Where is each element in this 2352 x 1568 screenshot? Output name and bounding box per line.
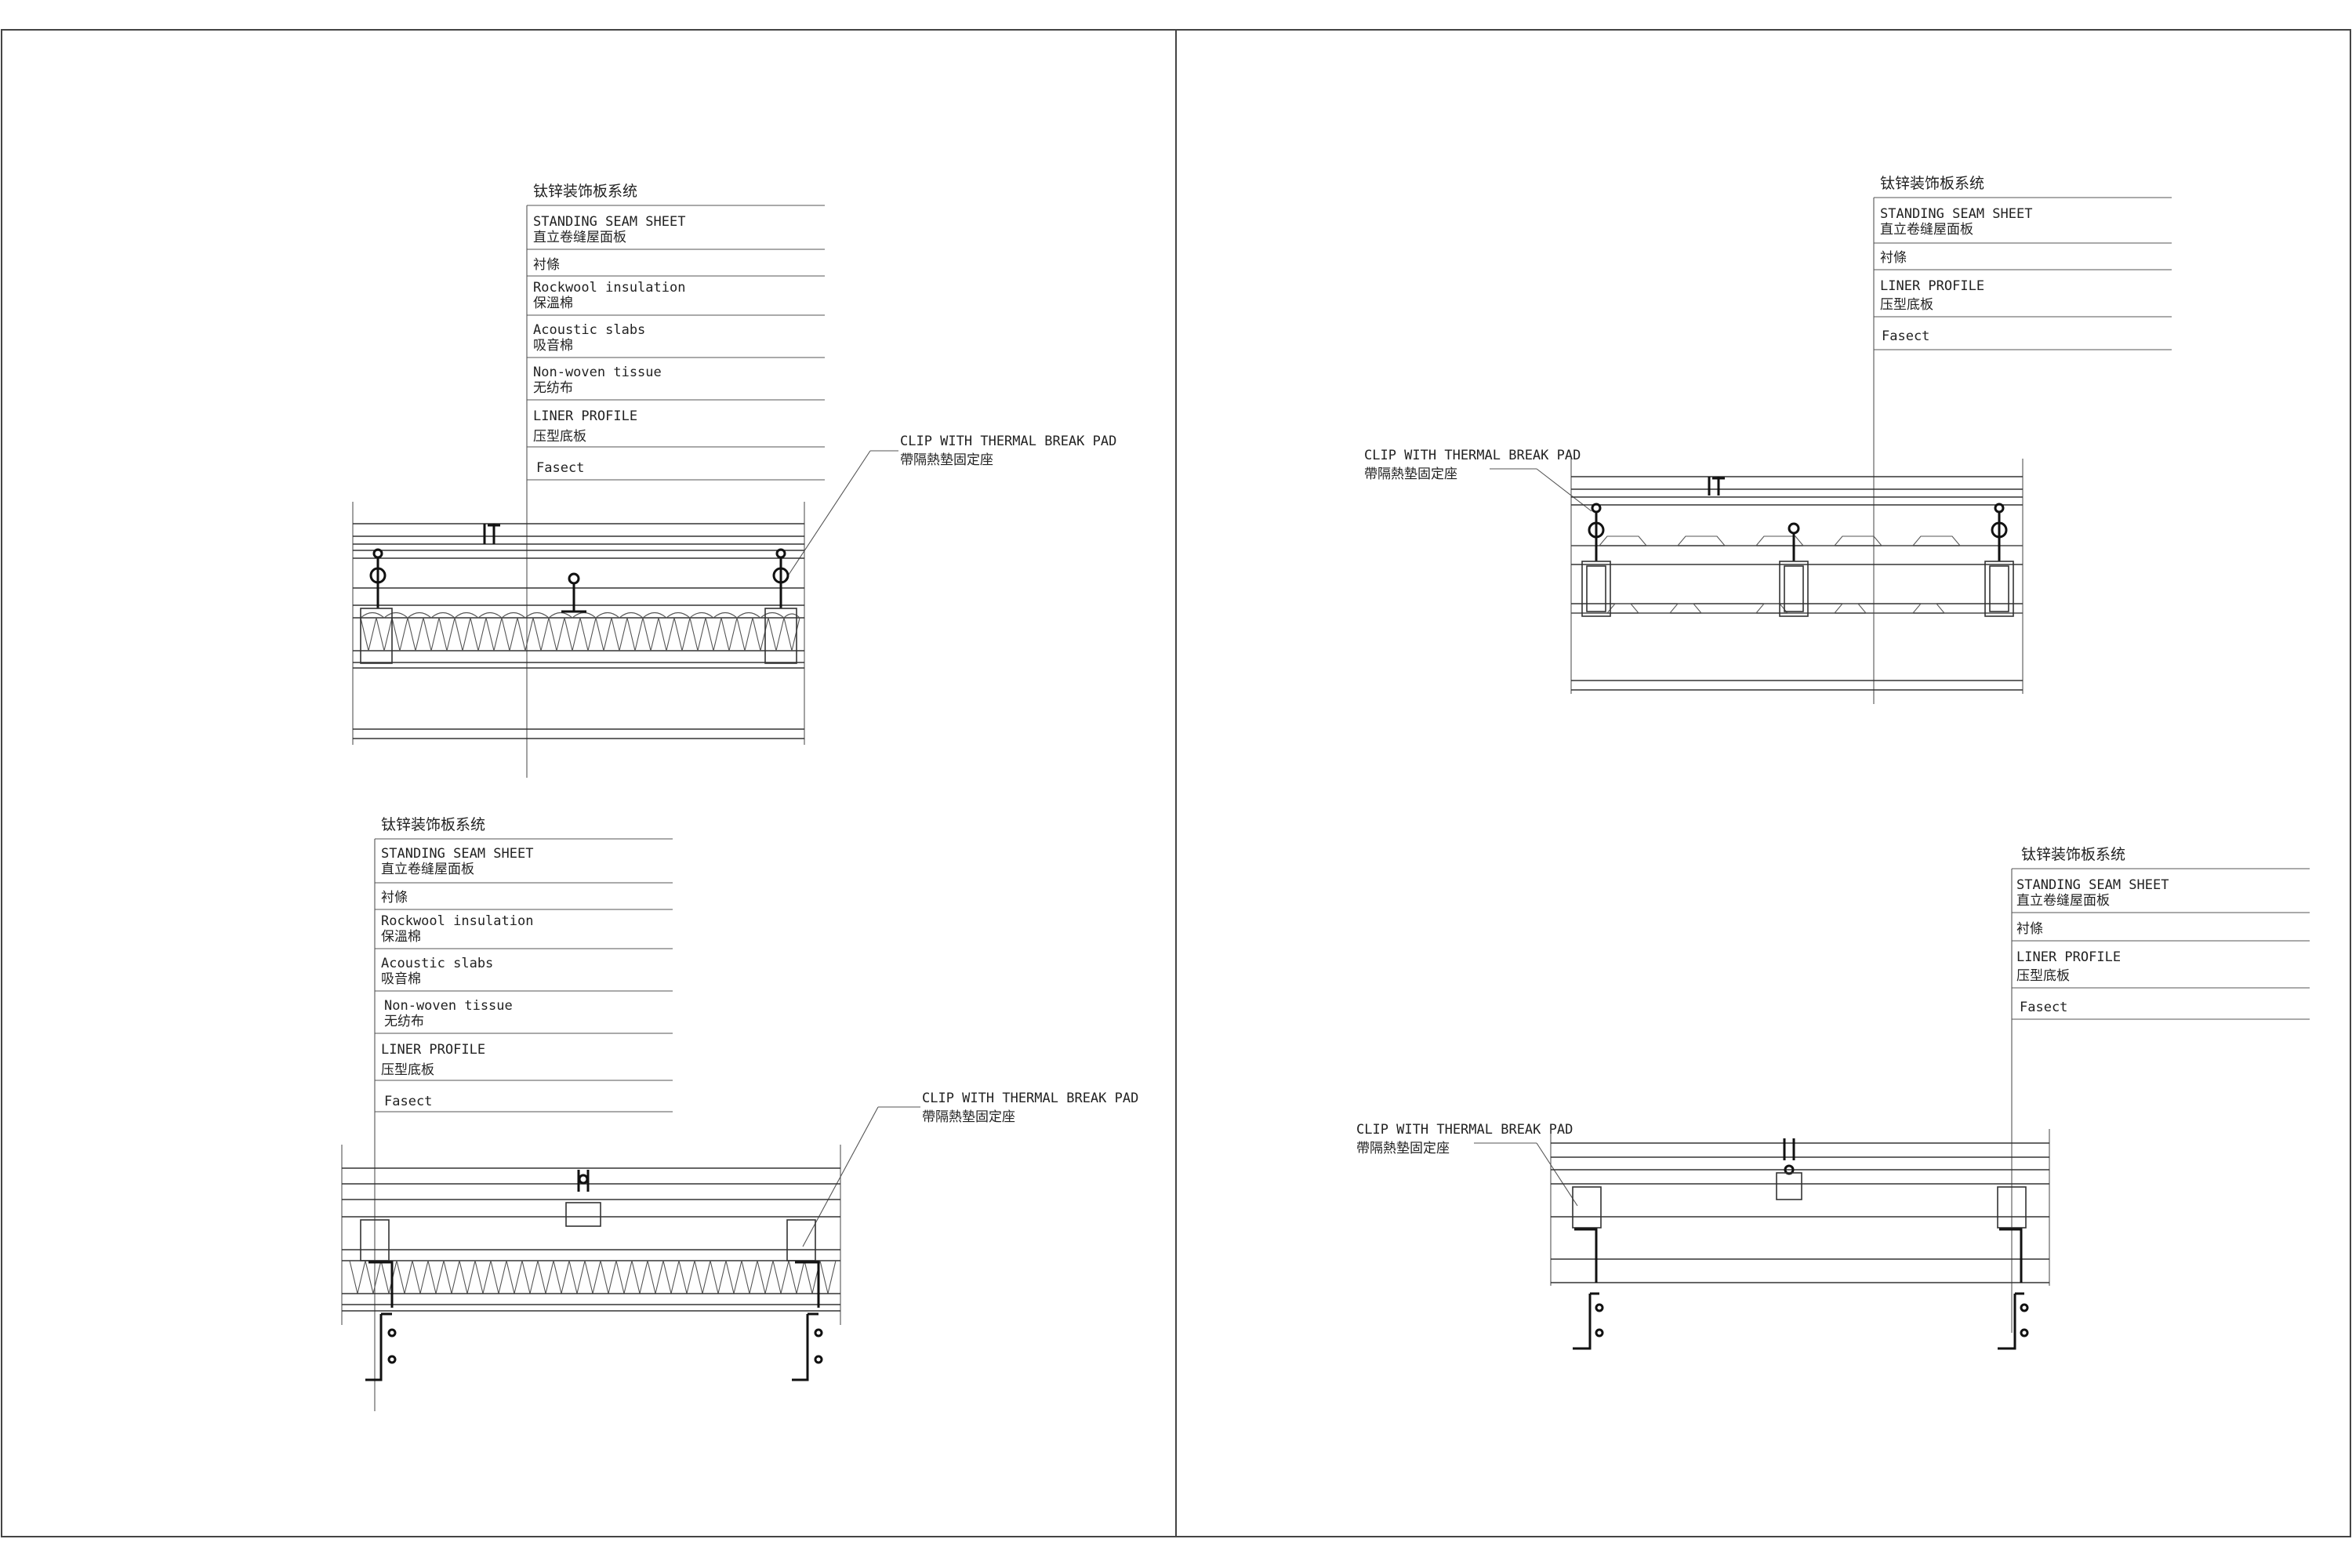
fastener-right: [764, 548, 797, 664]
detail-bottom-right: 钛锌装饰板系统 STANDING SEAM SHEET 直立卷缝屋面板 衬條 L…: [1356, 846, 2310, 1350]
system-title: 钛锌装饰板系统: [381, 816, 485, 833]
layer-label: 吸音棉: [533, 338, 573, 354]
clip-label: CLIP WITH THERMAL BREAK PAD: [1356, 1122, 1573, 1138]
purlin-left: [360, 1219, 397, 1381]
detail-top-left: 钛锌装饰板系统 STANDING SEAM SHEET 直立卷缝屋面板 衬條 R…: [352, 183, 1116, 778]
clip-label: CLIP WITH THERMAL BREAK PAD: [922, 1091, 1138, 1106]
layer-label: 压型底板: [533, 429, 586, 445]
layer-label: Acoustic slabs: [381, 956, 493, 971]
fastener-right: [1984, 503, 2014, 617]
layer-label: 压型底板: [2016, 968, 2070, 984]
layer-label: LINER PROFILE: [533, 408, 637, 424]
layer-label: STANDING SEAM SHEET: [1880, 206, 2032, 222]
layer-label: 压型底板: [1880, 297, 1933, 313]
layer-label: STANDING SEAM SHEET: [381, 846, 533, 862]
right-frame: [1175, 29, 2351, 1537]
layer-label: Non-woven tissue: [533, 365, 662, 380]
layer-label: Rockwool insulation: [533, 280, 685, 296]
layer-label: Acoustic slabs: [533, 322, 645, 338]
detail-top-right: 钛锌装饰板系统 STANDING SEAM SHEET 直立卷缝屋面板 衬條 L…: [1364, 175, 2172, 704]
layer-label: 直立卷缝屋面板: [2016, 893, 2110, 909]
layer-label: 直立卷缝屋面板: [381, 862, 474, 877]
roof-section: [1570, 459, 2024, 694]
fastener-center: [561, 572, 586, 613]
layer-label-block: 钛锌装饰板系统 STANDING SEAM SHEET 直立卷缝屋面板 衬條 R…: [374, 816, 673, 1411]
fastener-left: [360, 548, 393, 664]
clip-callout: CLIP WITH THERMAL BREAK PAD 帶隔熱墊固定座: [1364, 448, 1592, 512]
seam-clip: [1776, 1138, 1802, 1200]
roof-section: [341, 1145, 841, 1381]
system-title: 钛锌装饰板系统: [2021, 846, 2125, 863]
purlin-right: [786, 1219, 823, 1381]
layer-label: 衬條: [381, 890, 408, 906]
layer-label: 衬條: [533, 257, 560, 273]
layer-label: 无纺布: [533, 380, 573, 396]
system-title: 钛锌装饰板系统: [1880, 175, 1984, 192]
layer-label: 衬條: [2016, 921, 2043, 937]
purlin-right: [1997, 1186, 2029, 1350]
sheet-frames: [1, 29, 2351, 1537]
layer-label: LINER PROFILE: [1880, 278, 1984, 294]
layer-label: LINER PROFILE: [381, 1042, 485, 1058]
clip-label: 帶隔熱墊固定座: [1356, 1141, 1450, 1156]
clip-callout: CLIP WITH THERMAL BREAK PAD 帶隔熱墊固定座: [783, 434, 1116, 583]
purlin-left: [1572, 1186, 1604, 1350]
clip-label: CLIP WITH THERMAL BREAK PAD: [900, 434, 1116, 449]
clip-callout: CLIP WITH THERMAL BREAK PAD 帶隔熱墊固定座: [802, 1091, 1138, 1247]
roof-section: [352, 502, 805, 745]
layer-label: Fasect: [1882, 328, 1929, 344]
layer-label: Fasect: [536, 460, 584, 476]
layer-label: 吸音棉: [381, 971, 421, 987]
detail-bottom-left: 钛锌装饰板系统 STANDING SEAM SHEET 直立卷缝屋面板 衬條 R…: [341, 816, 1138, 1411]
roof-section: [1550, 1129, 2050, 1350]
fastener-left: [1581, 503, 1611, 617]
clip-label: CLIP WITH THERMAL BREAK PAD: [1364, 448, 1581, 463]
layer-label: 衬條: [1880, 250, 1907, 266]
layer-label-block: 钛锌装饰板系统 STANDING SEAM SHEET 直立卷缝屋面板 衬條 R…: [526, 183, 825, 778]
seam-clip: [565, 1170, 601, 1227]
layer-label: 保溫棉: [533, 296, 573, 311]
layer-label-block: 钛锌装饰板系统 STANDING SEAM SHEET 直立卷缝屋面板 衬條 L…: [2011, 846, 2310, 1333]
fastener-center: [1779, 522, 1809, 617]
clip-label: 帶隔熱墊固定座: [900, 452, 993, 468]
layer-label: STANDING SEAM SHEET: [2016, 877, 2169, 893]
layer-label: 无纺布: [384, 1014, 424, 1029]
layer-label: Fasect: [2020, 1000, 2067, 1015]
layer-label: LINER PROFILE: [2016, 949, 2121, 965]
clip-callout: CLIP WITH THERMAL BREAK PAD 帶隔熱墊固定座: [1356, 1122, 1578, 1207]
clip-label: 帶隔熱墊固定座: [1364, 466, 1457, 482]
layer-label: Non-woven tissue: [384, 998, 513, 1014]
layer-label: 保溫棉: [381, 929, 421, 945]
layer-label-block: 钛锌装饰板系统 STANDING SEAM SHEET 直立卷缝屋面板 衬條 L…: [1873, 175, 2172, 704]
layer-label: Fasect: [384, 1094, 432, 1109]
layer-label: 直立卷缝屋面板: [1880, 222, 1973, 238]
layer-label: 压型底板: [381, 1062, 434, 1078]
layer-label: STANDING SEAM SHEET: [533, 214, 685, 230]
clip-label: 帶隔熱墊固定座: [922, 1109, 1015, 1125]
layer-label: 直立卷缝屋面板: [533, 230, 626, 245]
system-title: 钛锌装饰板系统: [533, 183, 637, 200]
layer-label: Rockwool insulation: [381, 913, 533, 929]
